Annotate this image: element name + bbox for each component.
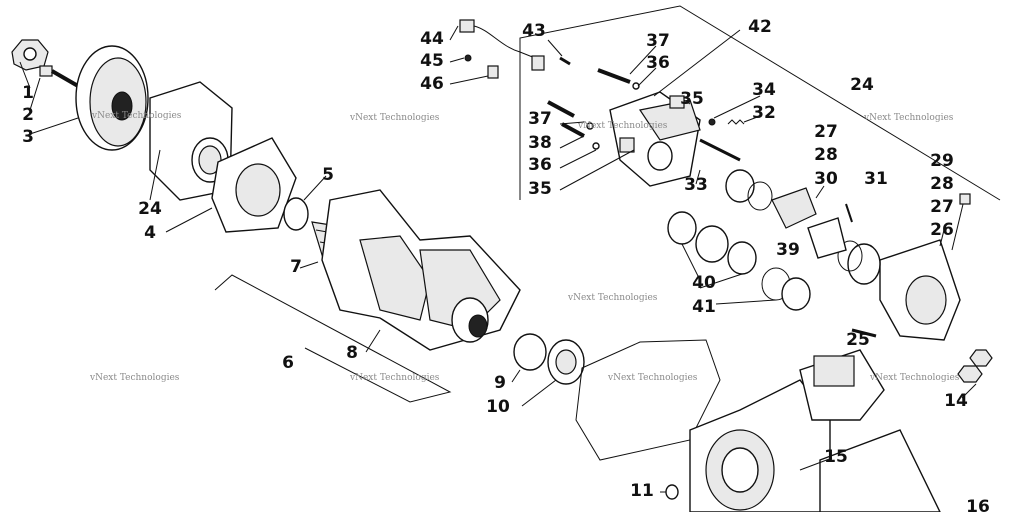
callout-c27b: 27 <box>930 197 954 217</box>
bolt-part <box>39 65 79 88</box>
clamp-46-part <box>487 65 499 79</box>
callout-c28b: 28 <box>930 174 954 194</box>
callout-c3: 3 <box>22 127 34 147</box>
brake-pad-part <box>771 187 817 229</box>
callout-c36a: 36 <box>646 53 670 73</box>
cover-plate-part <box>211 137 297 233</box>
callout-c44: 44 <box>420 29 444 49</box>
callout-c43: 43 <box>522 21 546 41</box>
group-bracket-24 <box>519 5 1001 201</box>
callout-c28a: 28 <box>814 145 838 165</box>
speed-sensor-part <box>459 19 571 71</box>
callout-c39: 39 <box>776 240 800 260</box>
watermark-8: vNext Technologies <box>607 373 698 383</box>
callout-c25: 25 <box>846 330 870 350</box>
clutch-fan-part <box>321 189 521 351</box>
bolt-38-part <box>561 122 585 138</box>
callout-c14: 14 <box>944 391 968 411</box>
callout-c37b: 37 <box>528 109 552 129</box>
callout-c45: 45 <box>420 51 444 71</box>
ring-28-part <box>747 181 773 211</box>
bearing-small-part <box>513 333 547 371</box>
bearing-27b-part <box>847 243 881 285</box>
movable-sheave-part <box>75 45 149 151</box>
watermark-6: vNext Technologies <box>89 373 180 383</box>
pin-31-part <box>845 203 853 223</box>
brake-caliper-part <box>609 91 701 187</box>
callout-c11: 11 <box>630 481 654 501</box>
callout-c36b: 36 <box>528 155 552 175</box>
callout-c1: 1 <box>22 83 34 103</box>
callout-c24b: 24 <box>850 75 874 95</box>
pin-33-part <box>699 138 741 162</box>
callout-c32: 32 <box>752 103 776 123</box>
watermark-4: vNext Technologies <box>863 113 954 123</box>
watermark-9: vNext Technologies <box>869 373 960 383</box>
watermark-7: vNext Technologies <box>349 373 440 383</box>
watermark-3: vNext Technologies <box>577 121 668 131</box>
callout-c33: 33 <box>684 175 708 195</box>
callout-c27a: 27 <box>814 122 838 142</box>
bearing-27-part <box>725 169 755 203</box>
bolt-25-part <box>851 328 877 338</box>
brake-plate-part <box>807 217 847 259</box>
hex-nut-part <box>957 349 993 383</box>
callout-c10: 10 <box>486 397 510 417</box>
callout-c35a: 35 <box>680 89 704 109</box>
callout-c6: 6 <box>282 353 294 373</box>
watermark-2: vNext Technologies <box>349 113 440 123</box>
spring-32-part <box>727 119 745 125</box>
callout-c46: 46 <box>420 74 444 94</box>
castle-nut-part <box>11 39 49 71</box>
group-bracket-6 <box>214 274 452 403</box>
callout-c15: 15 <box>824 447 848 467</box>
callout-c40: 40 <box>692 273 716 293</box>
ring-28b-part <box>837 240 863 272</box>
washer-part <box>665 484 679 500</box>
callout-c9: 9 <box>494 373 506 393</box>
callout-c4: 4 <box>144 223 156 243</box>
callout-c2: 2 <box>22 105 34 125</box>
callout-c31: 31 <box>864 169 888 189</box>
callout-c24a: 24 <box>138 199 162 219</box>
callout-c35b: 35 <box>528 179 552 199</box>
callout-c38: 38 <box>528 133 552 153</box>
callout-c37a: 37 <box>646 31 670 51</box>
bolt-37-part <box>597 68 631 84</box>
bolt-37b-part <box>547 100 575 118</box>
callout-c26: 26 <box>930 220 954 240</box>
callout-c34: 34 <box>752 80 776 100</box>
callout-c42: 42 <box>748 17 772 37</box>
callout-c8: 8 <box>346 343 358 363</box>
caliper-piston-part <box>619 137 635 153</box>
watermark-5: vNext Technologies <box>567 293 658 303</box>
breather-tube-part <box>951 199 965 251</box>
bearing-40-part <box>667 211 697 245</box>
callout-c41: 41 <box>692 297 716 317</box>
callout-c16: 16 <box>966 497 990 512</box>
gear-case-part <box>879 239 961 341</box>
callout-c7: 7 <box>290 257 302 277</box>
callout-c30: 30 <box>814 169 838 189</box>
callout-c29: 29 <box>930 151 954 171</box>
callout-c5: 5 <box>322 165 334 185</box>
clutch-housing-part <box>689 349 941 512</box>
screw-45-part <box>464 54 472 62</box>
watermark-1: vNext Technologies <box>91 111 182 121</box>
seal-ring-part <box>283 197 309 231</box>
gasket-part <box>575 339 721 461</box>
